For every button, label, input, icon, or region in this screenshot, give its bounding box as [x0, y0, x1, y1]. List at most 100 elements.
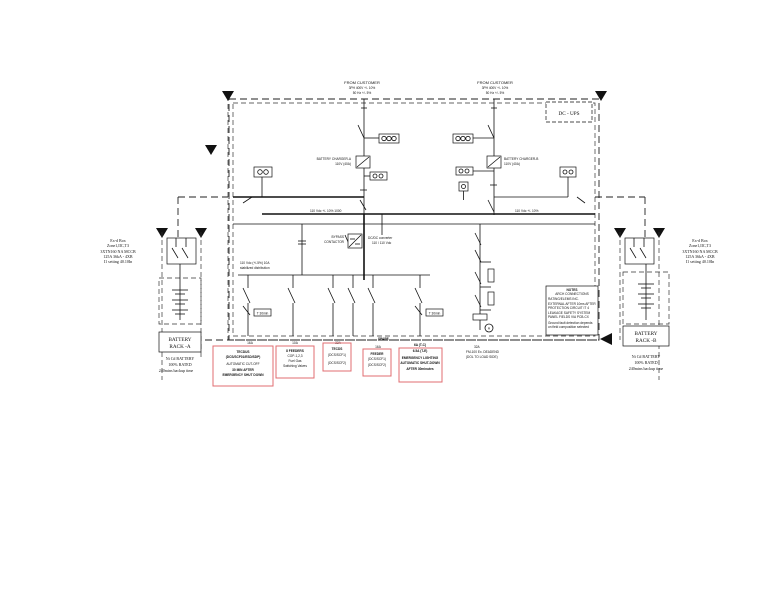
svg-text:100% RATED: 100% RATED — [634, 360, 657, 365]
timer-box — [253, 308, 272, 317]
svg-text:Zone1,IIC,T3: Zone1,IIC,T3 — [107, 243, 129, 249]
svg-text:BATTERY: BATTERY — [168, 337, 191, 343]
svg-text:110V (40A): 110V (40A) — [335, 162, 351, 166]
breaker-box — [624, 237, 655, 265]
svg-text:(DCS/SCF1): (DCS/SCF1) — [368, 357, 386, 361]
svg-text:BYPASS: BYPASS — [331, 235, 344, 239]
svg-text:3XTN160 NA MCCB: 3XTN160 NA MCCB — [682, 249, 718, 254]
svg-text:T 30min: T 30min — [257, 312, 269, 316]
meter-box — [378, 133, 400, 144]
title-box: DC - UPS — [545, 101, 593, 123]
resistor — [487, 268, 495, 283]
battery-breaker-a: Ex-d Box Zone1,IIC,T3 3XTN160 NA MCCB 12… — [100, 232, 202, 380]
breaker-box — [166, 237, 197, 265]
svg-text:FROM CUSTOMER: FROM CUSTOMER — [477, 80, 513, 85]
load-box-1: 16A TECDUS (DCS/SCF01/ESD/SDP) AUTOMATIC… — [212, 341, 274, 387]
bypass-and-converter: BYPASS CONTACTOR DC/DC converter 110 / 1… — [298, 224, 393, 275]
svg-text:(DCS/SCF2): (DCS/SCF2) — [368, 363, 386, 367]
svg-text:BATTERY: BATTERY — [634, 331, 657, 337]
svg-text:CONTACTOR: CONTACTOR — [324, 240, 345, 244]
svg-text:30 MIN AFTER: 30 MIN AFTER — [232, 368, 254, 372]
meter-box — [253, 166, 273, 178]
svg-text:TECDUS: TECDUS — [236, 350, 249, 354]
svg-text:BATTERY CHARGER-B: BATTERY CHARGER-B — [504, 157, 538, 161]
svg-text:TECDS: TECDS — [332, 347, 343, 351]
svg-text:I1 setting 40.10In: I1 setting 40.10In — [104, 259, 132, 264]
svg-text:RACK -B: RACK -B — [636, 338, 657, 344]
svg-text:AFTER 30minutes: AFTER 30minutes — [406, 367, 434, 371]
incoming-feed-b: FROM CUSTOMER 3PH 400V +/- 10% 50 Hz +/-… — [452, 80, 538, 215]
meter-box — [559, 166, 577, 178]
svg-text:(DCS/SCF2): (DCS/SCF2) — [328, 361, 346, 365]
resistor — [487, 291, 495, 306]
svg-text:3PH 400V +/- 10%: 3PH 400V +/- 10% — [482, 86, 509, 90]
svg-text:Ground fault detection depends: Ground fault detection depends — [548, 321, 593, 325]
svg-text:(DCS/SCF1): (DCS/SCF1) — [328, 353, 346, 357]
main-dc-bus: 110 Vdc +/- 10% 1000 110 Vdc +/- 10% — [233, 209, 595, 280]
svg-text:EXTERNAL AFTER 10ms AFTER: EXTERNAL AFTER 10ms AFTER — [548, 302, 596, 306]
timer-box — [425, 308, 444, 317]
svg-text:EMERGENCY LIGHTING: EMERGENCY LIGHTING — [402, 356, 439, 360]
svg-text:FROM CUSTOMER: FROM CUSTOMER — [344, 80, 380, 85]
meter-box — [452, 133, 474, 144]
svg-text:Ni Cd BATTERY: Ni Cd BATTERY — [632, 354, 661, 359]
svg-text:RACK -A: RACK -A — [169, 344, 190, 350]
svg-text:6.5A (T-E): 6.5A (T-E) — [413, 349, 428, 353]
svg-text:AUTOMATIC CUT-OFF: AUTOMATIC CUT-OFF — [226, 362, 259, 366]
battery-rack-a: BATTERY RACK -A Ni Cd BATTERY 100% RATED… — [158, 264, 202, 373]
marker-icon — [205, 145, 217, 155]
svg-text:16A: 16A — [247, 341, 254, 345]
svg-text:FEEDER: FEEDER — [371, 352, 385, 356]
svg-text:110V (40A): 110V (40A) — [504, 162, 520, 166]
svg-text:RATING/ELEMS INC.: RATING/ELEMS INC. — [548, 297, 579, 301]
svg-text:A: A — [488, 327, 491, 331]
battery-breaker-b: Ex-d Box Zone1,IIC,T3 3XTN160 NA MCCB 12… — [619, 232, 718, 380]
svg-text:T 30min: T 30min — [429, 312, 441, 316]
svg-text:DC/DC converter: DC/DC converter — [368, 236, 393, 240]
svg-text:AUTOMATIC SHUT-DOWN: AUTOMATIC SHUT-DOWN — [400, 361, 440, 365]
svg-text:Zone1,IIC,T3: Zone1,IIC,T3 — [689, 243, 711, 249]
svg-text:COP-1,2,3: COP-1,2,3 — [287, 354, 302, 358]
svg-text:Ex-d Box: Ex-d Box — [110, 238, 125, 243]
meter-box — [458, 181, 469, 192]
svg-text:6A (T-C): 6A (T-C) — [414, 343, 426, 347]
incoming-feed-a: FROM CUSTOMER 3PH 400V +/- 10% 50 Hz +/-… — [317, 80, 400, 250]
svg-text:Ex-d Box: Ex-d Box — [692, 238, 707, 243]
svg-text:50 Hz +/- 5%: 50 Hz +/- 5% — [353, 91, 372, 95]
svg-text:8 FEEDERS: 8 FEEDERS — [286, 349, 304, 353]
load-box-4: 16A FEEDER (DCS/SCF1) (DCS/SCF2) — [362, 345, 392, 377]
stabilized-bus: 110 Vdc (+/-5%) 10A stabilized distribut… — [238, 261, 430, 276]
svg-text:110 Vdc +/- 10%: 110 Vdc +/- 10% — [515, 209, 539, 213]
svg-text:NOTES: NOTES — [567, 288, 578, 292]
svg-text:LEAKAGE SAFETY SYSTEM: LEAKAGE SAFETY SYSTEM — [548, 311, 590, 315]
svg-text:(DOL TO LOAD SIDE): (DOL TO LOAD SIDE) — [466, 355, 498, 359]
load-box-3: 32A TECDS (DCS/SCF1) (DCS/SCF2) — [322, 341, 352, 372]
svg-text:Switching Valves: Switching Valves — [283, 364, 307, 368]
svg-text:FM-100 Ex. DEADEND: FM-100 Ex. DEADEND — [466, 350, 500, 354]
svg-text:125A 36kA - 4XB: 125A 36kA - 4XB — [103, 254, 133, 259]
ups-enclosure — [227, 96, 600, 341]
svg-text:100% RATED: 100% RATED — [168, 362, 191, 367]
svg-text:(DCS/SCF01/ESD/SDP): (DCS/SCF01/ESD/SDP) — [226, 355, 261, 359]
outgoing-feeders: T 30min T 30min SPARE — [242, 275, 444, 341]
marker-icon — [600, 333, 612, 345]
svg-text:110 Vdc +/- 10% 1000: 110 Vdc +/- 10% 1000 — [310, 209, 342, 213]
svg-text:240mins backup time: 240mins backup time — [159, 368, 194, 373]
svg-text:EMERGENCY SHUT DOWN: EMERGENCY SHUT DOWN — [222, 373, 264, 377]
svg-text:PROTECTION CIRCUIT IT 4: PROTECTION CIRCUIT IT 4 — [548, 306, 589, 310]
svg-text:32A: 32A — [474, 345, 481, 349]
ammeter-icon — [484, 323, 494, 333]
meter-box — [455, 166, 474, 176]
svg-text:PANEL FIELDS VIA PCB-CX: PANEL FIELDS VIA PCB-CX — [548, 315, 590, 319]
svg-text:10A: 10A — [292, 341, 299, 345]
svg-text:stabilized distribution: stabilized distribution — [240, 266, 270, 270]
svg-text:on field composition selected: on field composition selected — [548, 325, 589, 329]
svg-text:Fuel Gas: Fuel Gas — [289, 359, 302, 363]
notes-box: NOTES ARCH CONNECTIONS RATING/ELEMS INC.… — [545, 285, 599, 336]
svg-text:110 Vdc (+/-5%) 10A: 110 Vdc (+/-5%) 10A — [240, 261, 270, 265]
right-feeder: A 32A FM-100 Ex. DEADEND (DOL TO LOAD SI… — [466, 224, 500, 359]
svg-text:BATTERY CHARGER-A: BATTERY CHARGER-A — [317, 157, 352, 161]
svg-text:3XTN160 NA MCCB: 3XTN160 NA MCCB — [100, 249, 136, 254]
load-box-2: 10A 8 FEEDERS COP-1,2,3 Fuel Gas Switchi… — [275, 341, 315, 379]
svg-text:ARCH CONNECTIONS: ARCH CONNECTIONS — [555, 292, 588, 296]
